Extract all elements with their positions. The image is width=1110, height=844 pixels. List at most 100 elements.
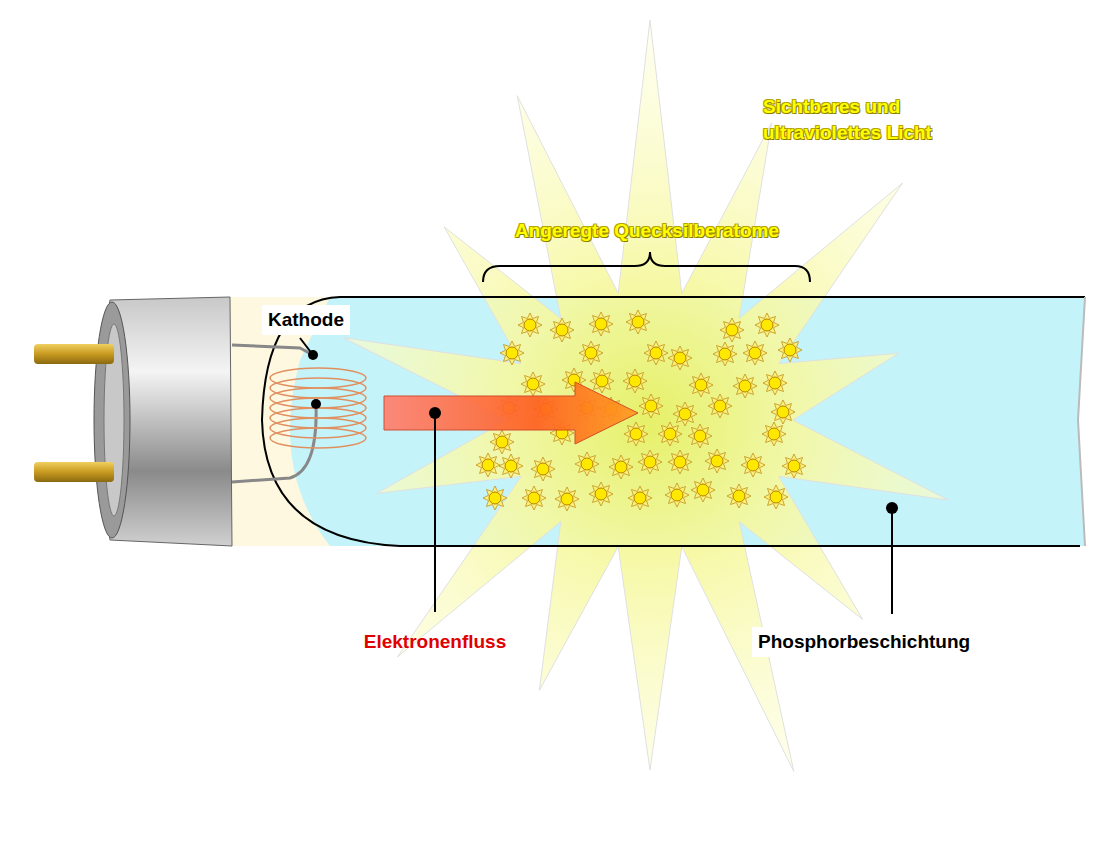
atom-rays <box>638 450 662 474</box>
atom-rays <box>713 342 737 366</box>
atom-rays <box>720 318 744 342</box>
atom-rays <box>628 486 652 510</box>
phosphor-label: Phosphorbeschichtung <box>752 627 976 657</box>
mercury-atom <box>629 375 641 387</box>
atom-rays <box>575 452 599 476</box>
coil-winding <box>270 398 366 418</box>
atom-rays <box>490 430 514 454</box>
atom-rays <box>668 346 692 370</box>
leader-dot <box>886 502 898 514</box>
atom-rays <box>668 450 692 474</box>
mercury-atom <box>747 459 759 471</box>
atom-rays <box>673 402 697 426</box>
mercury-atom <box>671 489 683 501</box>
mercury-atom <box>784 344 796 356</box>
lead-wire <box>232 405 316 482</box>
mercury-atom <box>788 460 800 472</box>
mercury-atom <box>561 493 573 505</box>
atoms-label: Angeregte Quecksilberatome <box>515 218 779 244</box>
mercury-atom <box>664 428 676 440</box>
atom-rays <box>665 483 689 507</box>
mercury-atom <box>711 455 723 467</box>
atom-rays <box>708 394 732 418</box>
mercury-atom <box>634 492 646 504</box>
mercury-atom <box>528 492 540 504</box>
mercury-atom <box>537 463 549 475</box>
mercury-atom <box>527 378 539 390</box>
mercury-atom <box>726 324 738 336</box>
mercury-atom <box>496 436 508 448</box>
mercury-atom <box>674 352 686 364</box>
mercury-atom <box>615 461 627 473</box>
atom-rays <box>590 369 614 393</box>
cap-face <box>94 302 130 538</box>
atom-rays <box>626 310 650 334</box>
atom-rays <box>762 422 786 446</box>
mercury-atom <box>695 379 707 391</box>
mercury-atom <box>489 492 501 504</box>
mercury-atom <box>769 377 781 389</box>
atom-rays <box>639 394 663 418</box>
tube-edge <box>400 545 1080 547</box>
atom-rays <box>782 454 806 478</box>
coil-winding <box>270 428 366 448</box>
mercury-atom <box>719 348 731 360</box>
atom-rays <box>500 341 524 365</box>
atom-rays <box>579 341 603 365</box>
atom-rays <box>644 341 668 365</box>
mercury-atom <box>644 456 656 468</box>
atom-rays <box>531 457 555 481</box>
leader-line <box>434 413 436 612</box>
atom-rays <box>589 312 613 336</box>
cathode-label: Kathode <box>262 305 350 335</box>
mercury-atom <box>556 324 568 336</box>
mercury-atom <box>739 380 751 392</box>
mercury-atom <box>679 408 691 420</box>
atom-rays <box>733 374 757 398</box>
atom-rays <box>764 485 788 509</box>
atom-rays <box>589 482 613 506</box>
mercury-atom <box>749 347 761 359</box>
tube-cut <box>1078 297 1085 546</box>
mercury-atom <box>733 490 745 502</box>
mercury-atom <box>505 460 517 472</box>
leader-dot <box>311 399 321 409</box>
mercury-atom <box>632 316 644 328</box>
mercury-atom <box>585 347 597 359</box>
atom-rays <box>609 455 633 479</box>
leader-line <box>891 508 893 614</box>
atom-rays <box>691 478 715 502</box>
atom-rays <box>741 453 765 477</box>
mercury-atom <box>630 428 642 440</box>
tube-edge <box>340 296 1085 298</box>
mercury-atom <box>761 319 773 331</box>
atom-rays <box>688 424 712 448</box>
bracket <box>483 252 810 282</box>
electron-arrow <box>384 382 638 444</box>
atom-rays <box>518 313 542 337</box>
electron-flow-label: Elektronenfluss <box>364 629 507 655</box>
mercury-atom <box>674 456 686 468</box>
atom-rays <box>499 454 523 478</box>
atom-rays <box>483 486 507 510</box>
atom-rays <box>550 318 574 342</box>
mercury-atom <box>595 318 607 330</box>
mercury-atom <box>645 400 657 412</box>
atom-rays <box>705 449 729 473</box>
atom-rays <box>555 487 579 511</box>
atom-rays <box>476 453 500 477</box>
atom-rays <box>743 341 767 365</box>
pin <box>34 462 114 482</box>
atom-rays <box>771 400 795 424</box>
atom-rays <box>658 422 682 446</box>
atom-rays <box>522 486 546 510</box>
mercury-atom <box>694 430 706 442</box>
atom-rays <box>521 372 545 396</box>
mercury-atom <box>768 428 780 440</box>
mercury-atom <box>770 491 782 503</box>
cathode-coil <box>270 368 366 448</box>
light-label: Sichtbares und ultraviolettes Licht <box>763 94 1003 146</box>
mercury-atom <box>596 375 608 387</box>
atom-rays <box>624 422 648 446</box>
